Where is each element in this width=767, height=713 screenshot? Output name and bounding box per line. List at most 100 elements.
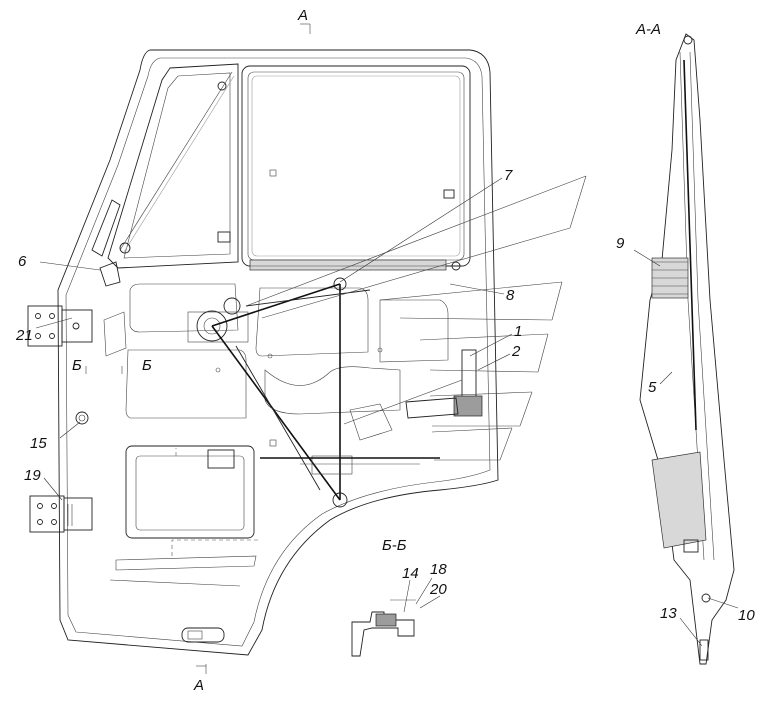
fan-line: [429, 391, 533, 397]
leader-lines: [35, 177, 739, 647]
lock-button: [451, 261, 461, 271]
section-label-a-top: А: [297, 7, 308, 24]
aa-seal-13: [699, 639, 709, 661]
mount-bracket-6: [99, 261, 121, 287]
callout-15: 15: [30, 435, 47, 452]
leader-6: [39, 261, 101, 271]
panel-cutout-right: [379, 299, 449, 363]
main-window-seal: [251, 75, 461, 257]
hinge-bolt: [37, 519, 43, 525]
fan-line: [419, 333, 549, 341]
hinge-bolt: [51, 503, 57, 509]
hinge-bolt: [51, 519, 57, 525]
leader-9: [633, 249, 661, 267]
vent-window-glass: [123, 72, 231, 259]
callout-1: 1: [514, 323, 522, 340]
hinge-bolt: [35, 313, 41, 319]
trim-line: [109, 579, 241, 587]
regulator-arm-1: [211, 283, 341, 327]
section-label-a-bottom: А: [193, 677, 204, 694]
bottom-handle-slot: [187, 630, 203, 640]
callout-8: 8: [506, 287, 515, 304]
hinge-upper-leaf: [61, 309, 93, 343]
leader-20: [419, 595, 441, 609]
lock-body: [453, 395, 483, 417]
vent-diagonal: [119, 71, 233, 251]
leader-10: [707, 597, 739, 609]
door-lock-assembly: [343, 261, 483, 441]
fan-line: [399, 317, 553, 321]
leader-7: [339, 177, 503, 283]
leader-18: [415, 577, 433, 605]
fan-line: [499, 427, 513, 461]
main-window-frame: [241, 65, 471, 267]
glass-lift-channel: [249, 259, 447, 271]
hinge-upper-21: [27, 305, 93, 347]
marker: [267, 353, 273, 359]
regulator-link: [245, 289, 371, 307]
plug-15: [75, 411, 89, 425]
door-front-view: [27, 49, 499, 656]
armrest: [115, 555, 257, 571]
regulator-link-2: [235, 345, 321, 491]
leader-5: [659, 371, 673, 385]
section-bb-view: [351, 599, 416, 657]
view-label-aa: А-А: [635, 21, 661, 38]
fan-line: [261, 227, 571, 319]
section-line-a: [196, 23, 311, 674]
callout-9: 9: [616, 235, 625, 252]
fan-line: [537, 333, 549, 373]
hinge-upper-plate: [27, 305, 63, 347]
callout-fan-lines: [245, 175, 587, 461]
panel-cutout-lower: [264, 366, 401, 415]
hinge-bolt: [49, 313, 55, 319]
leader-1: [469, 333, 513, 357]
inner-handle-rod: [405, 397, 459, 419]
marker: [269, 439, 277, 447]
plug-15-inner: [78, 414, 86, 422]
vent-window-frame: [107, 63, 239, 269]
pocket-handle: [207, 449, 235, 469]
fan-line: [431, 427, 513, 433]
hinge-bolt: [49, 333, 55, 339]
callout-19: 19: [24, 467, 41, 484]
regulator-arm-2: [211, 325, 341, 501]
aa-glass: [683, 59, 697, 431]
glass-clip-right: [443, 189, 455, 199]
section-line-b: [85, 366, 123, 374]
hinge-bolt: [35, 333, 41, 339]
labels: А А Б Б А-А Б-Б 6 21 15 19 7 8 1 2 9 5 1…: [15, 7, 755, 694]
callout-13: 13: [660, 605, 677, 622]
marker: [269, 169, 277, 177]
hinge-lower-19: [29, 495, 93, 533]
panel-cutout-center: [255, 287, 369, 357]
door-inner-contour: [65, 57, 491, 647]
aa-clip-10: [701, 593, 711, 603]
leader-15: [59, 421, 81, 439]
marker: [215, 367, 221, 373]
aa-bracket: [683, 539, 699, 553]
callout-5: 5: [648, 379, 657, 396]
main-window-glass: [247, 71, 465, 261]
regulator-motor-hub: [203, 317, 221, 335]
pillar-strip: [91, 199, 121, 257]
fan-line: [379, 281, 563, 301]
hinge-bolt: [72, 322, 80, 330]
callout-18: 18: [430, 561, 447, 578]
section-label-b-right: Б: [142, 357, 152, 374]
aa-top-cap: [683, 35, 693, 45]
marker: [377, 347, 383, 353]
regulator-gear: [223, 297, 241, 315]
section-label-b-left: Б: [72, 357, 82, 374]
aa-motor-ribs: [652, 261, 688, 295]
window-regulator: [187, 277, 440, 508]
vent-pivot-bottom: [119, 242, 131, 254]
fan-line: [551, 281, 563, 321]
leader-21: [35, 317, 73, 329]
callout-14: 14: [402, 565, 419, 582]
door-pocket-inner: [135, 455, 245, 531]
vent-pivot-top: [217, 81, 227, 91]
bb-profile: [351, 611, 415, 657]
